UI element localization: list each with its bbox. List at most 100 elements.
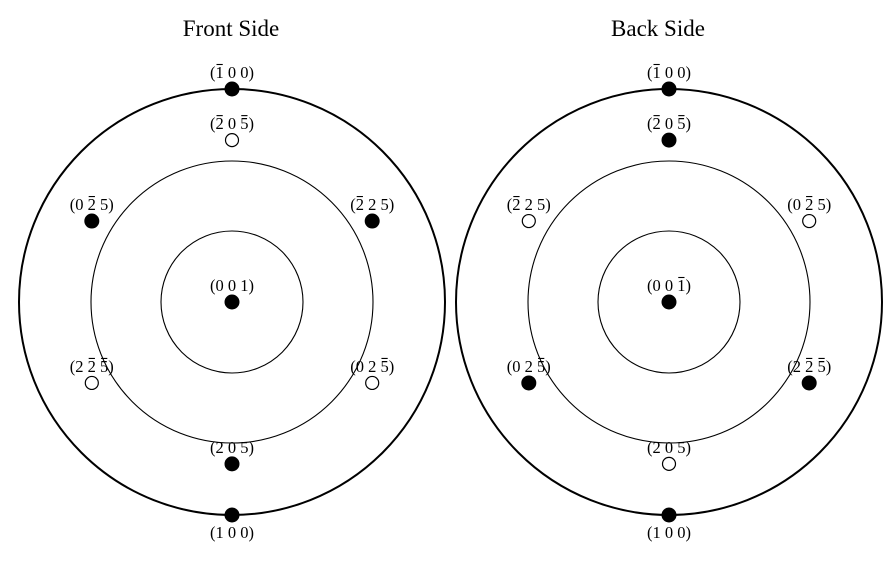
miller-index-label: (2 0 5): [210, 114, 254, 133]
filled-pole-dot: [661, 132, 677, 148]
index-glyph: 1: [216, 523, 224, 542]
pole-marker: (2 2 5): [350, 195, 394, 229]
index-glyph: (: [70, 357, 76, 376]
front-inner-circle: [160, 230, 304, 374]
filled-pole-dot: [521, 375, 537, 391]
barred-index-digit: 5: [677, 114, 685, 133]
index-glyph: 0: [228, 114, 236, 133]
index-glyph: 2: [653, 438, 661, 457]
index-glyph: (: [647, 438, 653, 457]
barred-index-digit: 2: [512, 195, 520, 214]
barred-index-digit: 2: [356, 195, 364, 214]
barred-index-digit: 1: [216, 63, 224, 82]
index-glyph: 0: [793, 195, 801, 214]
miller-index-label: (2 0 5): [647, 438, 691, 457]
index-glyph: 0: [356, 357, 364, 376]
open-pole-dot: [365, 375, 380, 391]
index-glyph: (: [647, 276, 653, 295]
open-pole-dot: [661, 456, 677, 471]
index-glyph: ): [108, 357, 114, 376]
pole-marker: (2 2 5): [507, 195, 551, 229]
index-glyph: 5: [537, 195, 545, 214]
pole-marker: (1 0 0): [210, 63, 254, 97]
index-glyph: 0: [665, 438, 673, 457]
index-glyph: 2: [525, 195, 533, 214]
index-glyph: ): [686, 523, 692, 542]
index-glyph: 2: [525, 357, 533, 376]
open-pole-dot: [84, 375, 99, 391]
pole-marker: (1 0 0): [210, 507, 255, 542]
index-glyph: ): [249, 438, 255, 457]
miller-index-label: (2 0 5): [647, 114, 691, 133]
index-glyph: (: [507, 195, 513, 214]
filled-pole-dot: [364, 213, 380, 229]
index-glyph: (: [350, 357, 356, 376]
miller-index-label: (1 0 0): [210, 63, 254, 82]
miller-index-label: (1 0 0): [647, 63, 691, 82]
filled-pole-dot: [224, 294, 240, 310]
index-glyph: (: [647, 523, 653, 542]
miller-index-label: (2 2 5): [787, 357, 831, 376]
index-glyph: (: [350, 195, 356, 214]
index-glyph: 5: [677, 438, 685, 457]
index-glyph: (: [210, 63, 216, 82]
index-glyph: 0: [665, 63, 673, 82]
index-glyph: ): [249, 523, 255, 542]
open-pole-dot: [802, 213, 817, 229]
barred-index-digit: 1: [653, 63, 661, 82]
index-glyph: 1: [653, 523, 661, 542]
index-glyph: 0: [240, 523, 248, 542]
miller-index-label: (0 2 5): [787, 195, 831, 214]
index-glyph: 0: [653, 276, 661, 295]
back-middle-circle: [527, 160, 811, 444]
barred-index-digit: 5: [380, 357, 388, 376]
index-glyph: 2: [216, 438, 224, 457]
index-glyph: 0: [228, 523, 236, 542]
barred-index-digit: 5: [817, 357, 825, 376]
miller-index-label: (2 2 5): [507, 195, 551, 214]
index-glyph: 5: [100, 195, 108, 214]
miller-index-label: (0 0 1): [210, 276, 254, 295]
index-glyph: 2: [368, 195, 376, 214]
index-glyph: ): [686, 114, 692, 133]
miller-index-label: (0 2 5): [70, 195, 114, 214]
pole-marker: (1 0 0): [647, 507, 692, 542]
filled-pole-dot: [224, 456, 240, 472]
index-glyph: (: [787, 195, 793, 214]
index-glyph: ): [826, 357, 832, 376]
index-glyph: 2: [368, 357, 376, 376]
filled-pole-dot: [661, 507, 677, 523]
index-glyph: 0: [228, 276, 236, 295]
pole-marker: (0 2 5): [70, 195, 114, 229]
index-glyph: 2: [75, 357, 83, 376]
miller-index-label: (2 0 5): [210, 438, 254, 457]
index-glyph: 5: [817, 195, 825, 214]
filled-pole-dot: [84, 213, 100, 229]
index-glyph: 2: [793, 357, 801, 376]
miller-index-label: (0 2 5): [507, 357, 551, 376]
index-glyph: 0: [228, 63, 236, 82]
pole-marker: (2 2 5): [70, 357, 114, 391]
barred-index-digit: 2: [653, 114, 661, 133]
pole-marker: (2 0 5): [210, 438, 254, 472]
pole-marker: (1 0 0): [647, 63, 691, 97]
index-glyph: 0: [240, 63, 248, 82]
miller-index-label: (0 2 5): [350, 357, 394, 376]
filled-pole-dot: [224, 81, 240, 97]
index-glyph: (: [210, 438, 216, 457]
index-glyph: ): [249, 276, 255, 295]
index-glyph: 0: [512, 357, 520, 376]
index-glyph: ): [826, 195, 832, 214]
barred-index-digit: 2: [805, 195, 813, 214]
barred-index-digit: 2: [88, 357, 96, 376]
back-inner-circle: [597, 230, 741, 374]
pole-marker: (2 2 5): [787, 357, 831, 391]
pole-marker: (0 2 5): [350, 357, 394, 391]
pole-marker: (0 0 1): [647, 276, 691, 310]
index-glyph: (: [787, 357, 793, 376]
index-glyph: ): [545, 357, 551, 376]
pole-marker: (0 0 1): [210, 276, 254, 310]
index-glyph: ): [686, 438, 692, 457]
barred-index-digit: 2: [216, 114, 224, 133]
